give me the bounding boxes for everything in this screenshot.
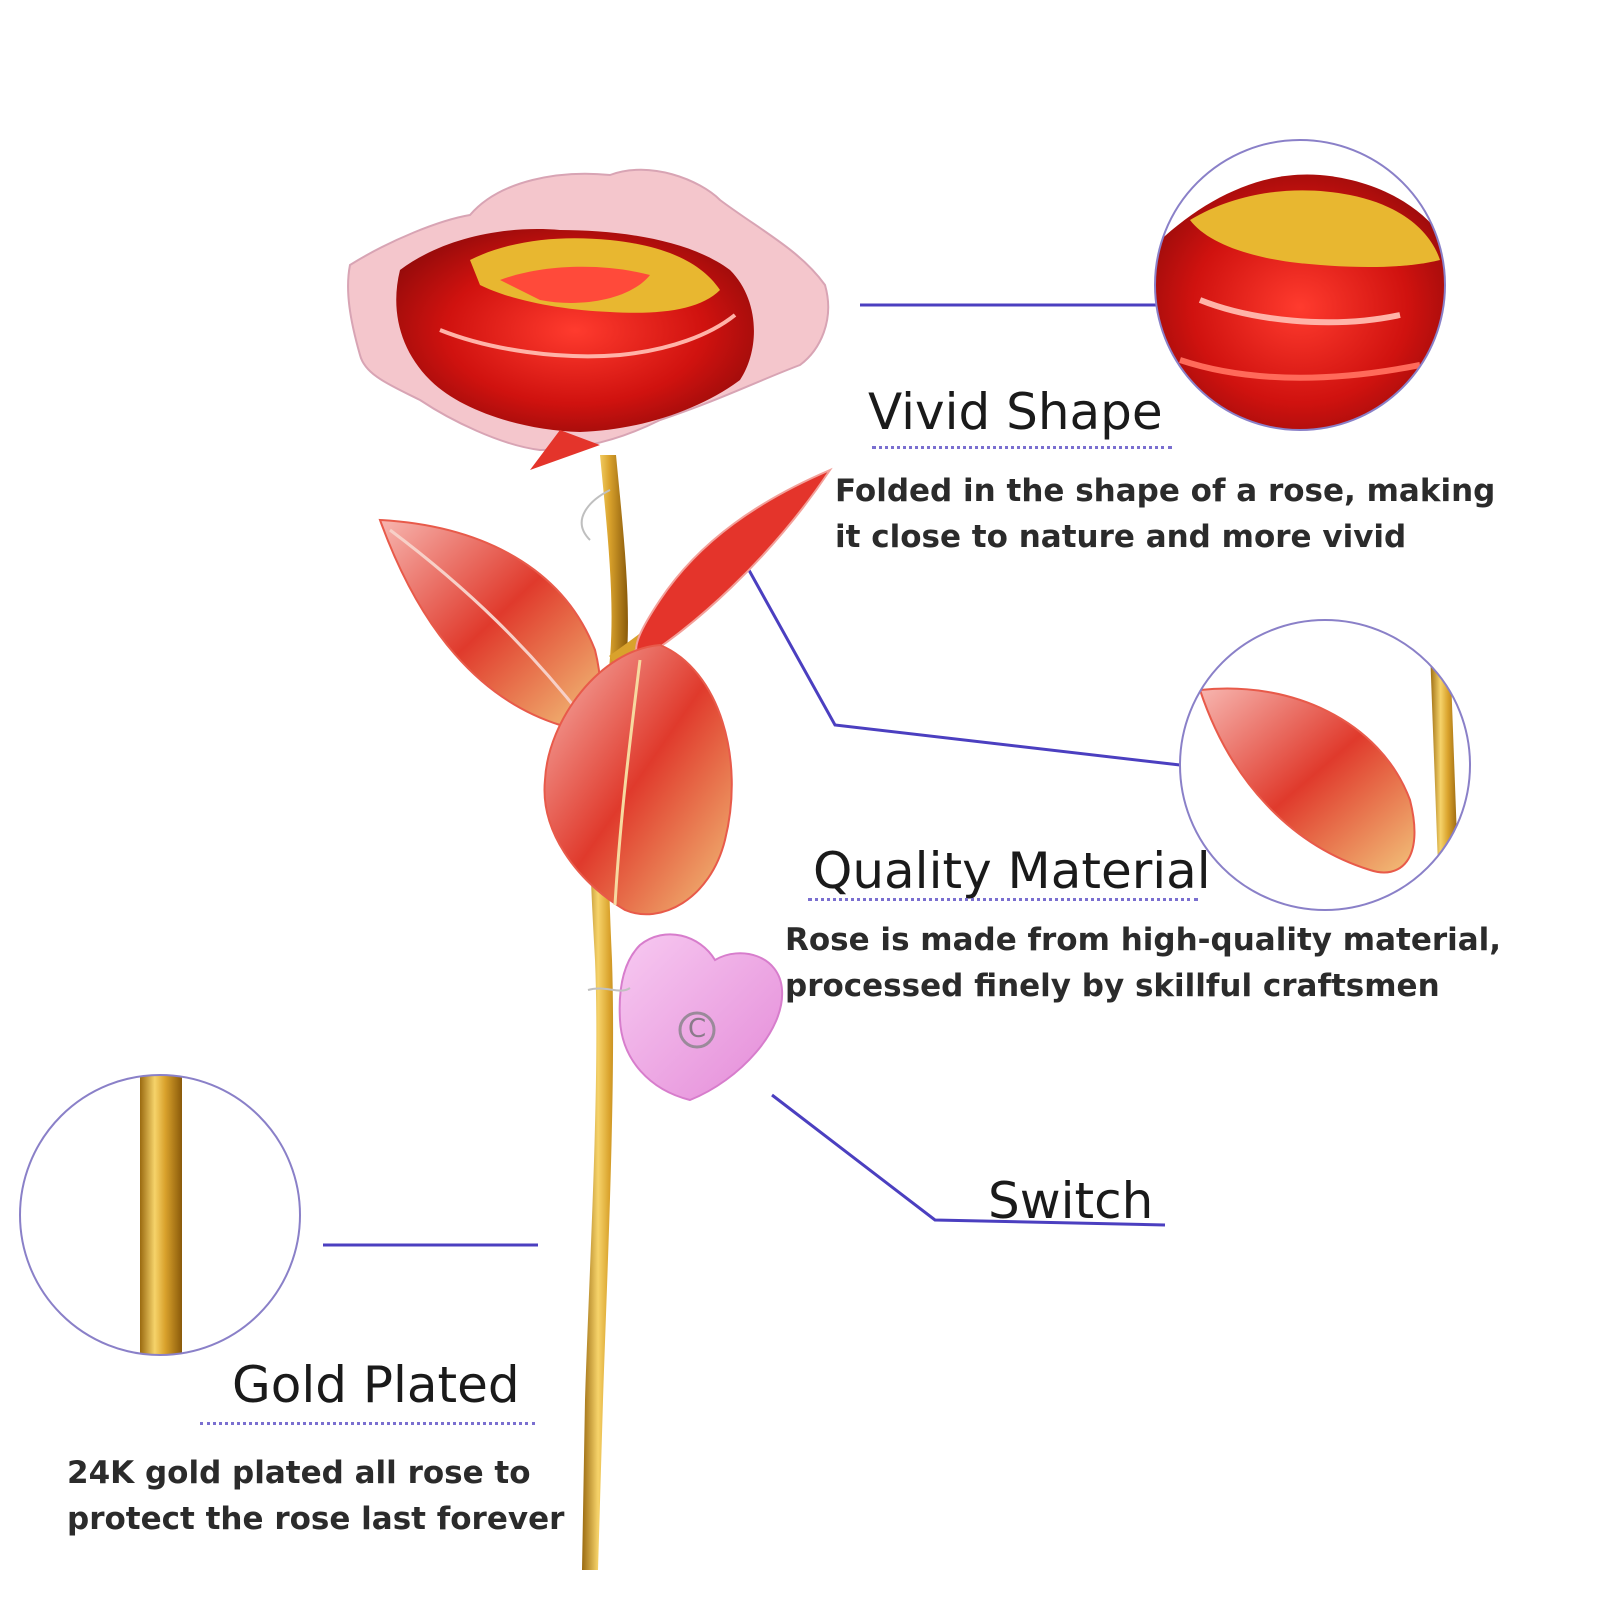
connector-lines xyxy=(323,303,1181,1247)
connector-quality-material xyxy=(733,544,1181,767)
feature-desc-gold-plated: 24K gold plated all rose to protect the … xyxy=(67,1450,564,1542)
detail-circle-quality-material xyxy=(1179,619,1471,911)
rose-leaves xyxy=(378,467,833,916)
leaf-lower xyxy=(543,643,733,916)
feature-desc-line: processed finely by skillful craftsmen xyxy=(785,968,1440,1004)
feature-underline-gold-plated xyxy=(200,1422,535,1425)
feature-desc-line: Rose is made from high-quality material, xyxy=(785,922,1502,958)
feature-desc-line: it close to nature and more vivid xyxy=(835,519,1407,555)
feature-desc-vivid-shape: Folded in the shape of a rose, making it… xyxy=(835,468,1495,560)
detail-circle-vivid-shape xyxy=(1154,139,1446,431)
connector-switch xyxy=(771,1093,1166,1227)
feature-underline-vivid-shape xyxy=(872,446,1172,449)
power-switch-icon[interactable] xyxy=(678,1011,716,1049)
feature-title-quality-material: Quality Material xyxy=(813,842,1211,900)
switch-letter: C xyxy=(688,1014,707,1044)
feature-desc-line: 24K gold plated all rose to xyxy=(67,1455,531,1491)
feature-underline-quality-material xyxy=(808,898,1198,901)
feature-desc-quality-material: Rose is made from high-quality material,… xyxy=(785,917,1501,1009)
leaf-upper-right xyxy=(635,467,833,662)
feature-desc-line: Folded in the shape of a rose, making xyxy=(835,473,1496,509)
feature-title-vivid-shape: Vivid Shape xyxy=(868,383,1163,441)
feature-title-switch: Switch xyxy=(988,1172,1154,1230)
heart-switch[interactable] xyxy=(587,933,784,1102)
detail-circle-gold-plated xyxy=(19,1074,301,1356)
rose-flower xyxy=(347,168,830,470)
feature-title-gold-plated: Gold Plated xyxy=(232,1356,520,1414)
feature-desc-line: protect the rose last forever xyxy=(67,1501,565,1537)
